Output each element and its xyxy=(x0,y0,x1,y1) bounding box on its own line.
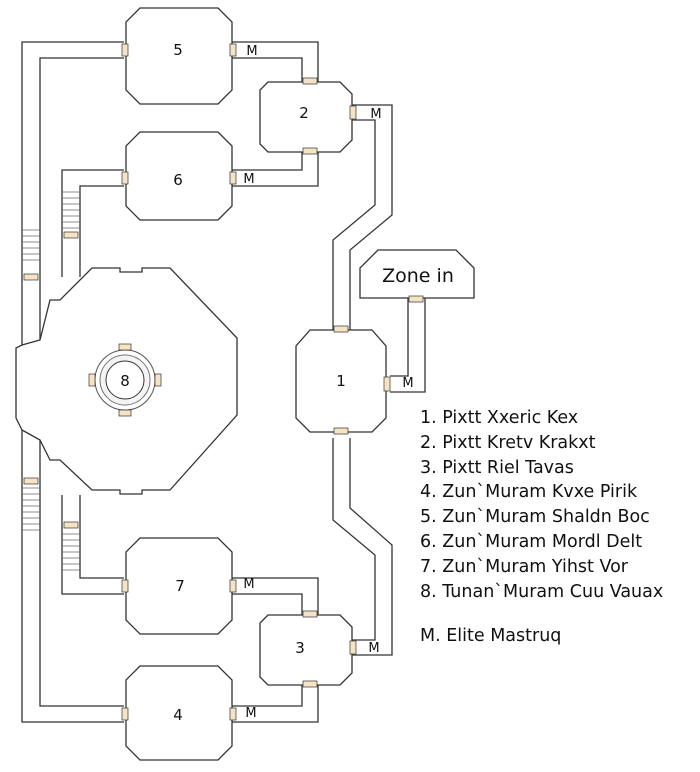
door xyxy=(408,295,424,303)
room-7-label: 7 xyxy=(175,577,185,595)
corridor-2-1-outer xyxy=(349,104,393,330)
map-legend: 1. Pixtt Xxeric Kex 2. Pixtt Kretv Krakx… xyxy=(420,406,700,649)
mastruq-markers: M M M M M M M xyxy=(243,44,413,721)
room-6-label: 6 xyxy=(173,171,183,189)
west-outer-corridor xyxy=(21,41,124,345)
mastruq-marker: M xyxy=(368,641,379,656)
legend-item: 8. Tunan`Muram Cuu Vauax xyxy=(420,581,664,602)
room-2-label: 2 xyxy=(299,104,309,122)
door xyxy=(121,171,129,185)
corridor-4-3-inner xyxy=(232,685,319,723)
corridor-zone-1-inner xyxy=(390,298,409,377)
legend-item: 5. Zun`Muram Shaldn Boc xyxy=(420,507,650,528)
corridor-6-2-inner xyxy=(232,150,319,187)
room-8-door-south xyxy=(118,409,132,417)
mastruq-marker: M xyxy=(243,577,254,592)
west-inner-corridor xyxy=(39,57,124,340)
mastruq-marker: M xyxy=(243,172,254,187)
stairs-west-north xyxy=(22,229,40,261)
room-5-label: 5 xyxy=(173,41,183,59)
stairs-room6-hall xyxy=(62,191,80,229)
door xyxy=(121,707,129,721)
legend-item: 1. Pixtt Xxeric Kex xyxy=(420,408,579,428)
mastruq-marker: M xyxy=(402,376,413,391)
zone-in-label: Zone in xyxy=(382,265,454,287)
legend-item: 7. Zun`Muram Yihst Vor xyxy=(420,556,628,577)
corridor-5-2-inner xyxy=(232,57,303,82)
door xyxy=(333,427,349,435)
legend-item: 6. Zun`Muram Mordl Delt xyxy=(420,531,643,552)
room-1-label: 1 xyxy=(336,372,346,390)
corridor-1-3-outer xyxy=(349,438,393,656)
corridor-7-hall-inner xyxy=(79,495,124,579)
room-7: 7 xyxy=(125,537,233,635)
mastruq-marker: M xyxy=(370,107,381,122)
room-8-door-west xyxy=(88,373,96,387)
door xyxy=(229,579,237,593)
doors xyxy=(23,43,424,721)
room-8-door-north xyxy=(118,343,132,351)
room-3-label: 3 xyxy=(295,639,305,657)
room-4: 4 xyxy=(125,665,233,761)
door xyxy=(229,171,237,185)
mastruq-marker: M xyxy=(246,44,257,59)
door xyxy=(302,610,318,618)
corridors xyxy=(21,41,426,723)
west-inner-corridor-south xyxy=(39,440,124,707)
room-8-door-east xyxy=(154,373,162,387)
door xyxy=(229,43,237,57)
corridor-7-hall xyxy=(61,495,124,595)
door xyxy=(349,105,357,120)
door xyxy=(63,231,79,239)
corridor-6-2 xyxy=(232,150,303,171)
corridor-4-3 xyxy=(232,685,303,707)
door xyxy=(302,77,318,85)
room-2: 2 xyxy=(259,81,353,153)
legend-mastruq: M. Elite Mastruq xyxy=(420,626,562,647)
stairs xyxy=(22,191,80,571)
legend-item: 3. Pixtt Riel Tavas xyxy=(420,457,574,478)
door xyxy=(383,376,391,392)
mastruq-marker: M xyxy=(245,706,256,721)
door xyxy=(349,640,357,655)
corridor-6-hall-inner xyxy=(79,185,124,277)
corridor-6-hall xyxy=(61,169,124,277)
room-5: 5 xyxy=(125,7,233,105)
west-outer-corridor-south xyxy=(21,430,124,723)
door xyxy=(333,325,349,333)
corridor-7-3-inner xyxy=(232,593,303,615)
door xyxy=(302,680,318,688)
door xyxy=(229,707,237,721)
room-8: 8 xyxy=(88,343,162,417)
corridor-7-3 xyxy=(232,577,319,615)
room-6: 6 xyxy=(125,131,233,221)
door xyxy=(121,43,129,57)
zone-in: Zone in xyxy=(359,249,475,299)
stairs-west-south xyxy=(22,487,40,531)
door xyxy=(23,273,39,281)
room-8-label: 8 xyxy=(120,372,130,390)
corridor-zone-1-outer xyxy=(390,298,426,393)
corridor-5-2 xyxy=(232,41,319,82)
room-8-inner-ring xyxy=(105,360,145,400)
door xyxy=(121,579,129,593)
door xyxy=(63,521,79,529)
room-3: 3 xyxy=(259,614,353,686)
legend-item: 2. Pixtt Kretv Krakxt xyxy=(420,432,596,453)
room-1: 1 xyxy=(295,329,387,433)
door xyxy=(302,147,318,155)
stairs-room7-hall xyxy=(62,533,80,571)
corridor-1-3-inner xyxy=(332,438,376,641)
corridor-2-1-inner xyxy=(332,119,376,330)
room-4-label: 4 xyxy=(173,706,183,724)
door xyxy=(23,477,39,485)
legend-item: 4. Zun`Muram Kvxe Pirik xyxy=(420,482,638,503)
